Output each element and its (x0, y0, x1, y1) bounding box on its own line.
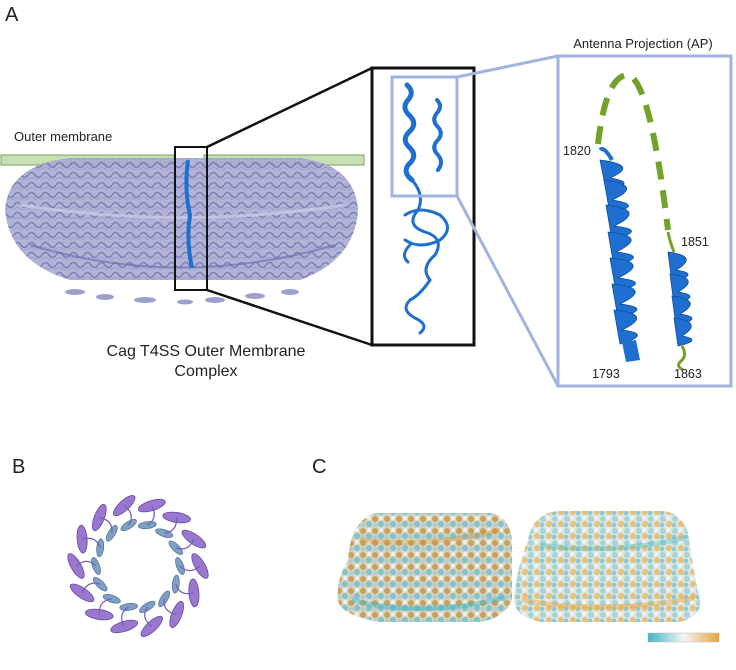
ring-connector (175, 538, 195, 550)
ring-connector (121, 606, 130, 627)
ring-connector (81, 582, 101, 594)
selection-box (174, 146, 208, 291)
highlighted-subunit (184, 159, 194, 269)
monomer-structure (402, 82, 449, 335)
ring-connector (123, 505, 132, 526)
ring-connector (144, 606, 153, 627)
surface-view-left (337, 513, 512, 622)
ap-selection-box (390, 75, 459, 198)
ring-connector (81, 537, 101, 549)
ring-connector (164, 517, 178, 534)
ap-zoom-line-bottom (455, 195, 560, 387)
antenna-projection-label: Antenna Projection (AP) (573, 36, 712, 51)
complex-label-line1: Cag T4SS Outer Membrane (107, 343, 306, 360)
residue-1793: 1793 (592, 367, 620, 381)
ap-zoom-line-top (456, 54, 559, 79)
helix-1851-1863 (666, 231, 693, 372)
residue-1863: 1863 (674, 367, 702, 381)
residue-1851: 1851 (681, 235, 709, 249)
complex-label-line2: Complex (174, 363, 237, 380)
ring-structure (67, 494, 209, 638)
panel-letter-b: B (12, 456, 25, 478)
ring-connector (179, 565, 201, 572)
ring-connector (146, 505, 155, 526)
zoom-line-top (206, 66, 373, 149)
outer-membrane-complex (5, 158, 358, 305)
ring-connector (98, 598, 112, 615)
ring-connector (75, 560, 97, 567)
panel-letter-a: A (5, 4, 19, 26)
helix-1793-1820 (598, 147, 640, 362)
zoom-line-bottom (206, 288, 373, 347)
hydrophobicity-color-scale (647, 632, 720, 643)
ring-connector (175, 583, 195, 595)
residue-1820: 1820 (563, 144, 591, 158)
outer-membrane-label: Outer membrane (14, 129, 112, 144)
monomer-zoom-box (370, 66, 476, 347)
panel-letter-c: C (312, 456, 326, 478)
disordered-loop (595, 71, 671, 231)
ring-connector (163, 598, 177, 616)
surface-view-right (514, 511, 701, 622)
ring-connector (99, 516, 113, 534)
